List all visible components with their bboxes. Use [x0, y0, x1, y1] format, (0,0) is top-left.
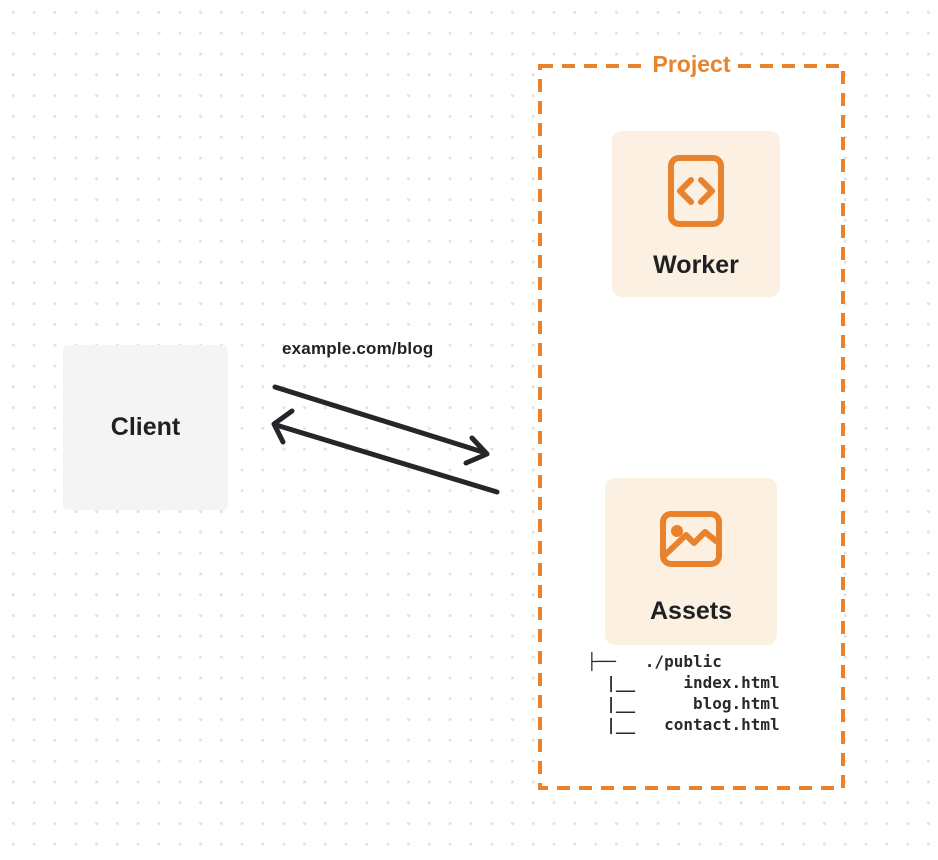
assets-card: Assets [605, 478, 777, 645]
project-box: Project Worker Assets ├── ./public |__ i… [538, 51, 845, 790]
request-url-label: example.com/blog [282, 339, 434, 358]
worker-label: Worker [653, 251, 739, 279]
response-arrow [271, 408, 500, 495]
project-dashed-border [538, 64, 845, 790]
request-arrow [272, 384, 490, 466]
assets-file-tree: ├── ./public |__ index.html |__ blog.htm… [587, 652, 780, 734]
assets-label: Assets [650, 597, 732, 625]
client-box: Client [63, 345, 228, 510]
image-icon [660, 511, 722, 567]
project-title: Project [647, 51, 736, 78]
client-label: Client [110, 413, 181, 441]
worker-card: Worker [612, 131, 780, 297]
code-file-icon [668, 155, 724, 227]
